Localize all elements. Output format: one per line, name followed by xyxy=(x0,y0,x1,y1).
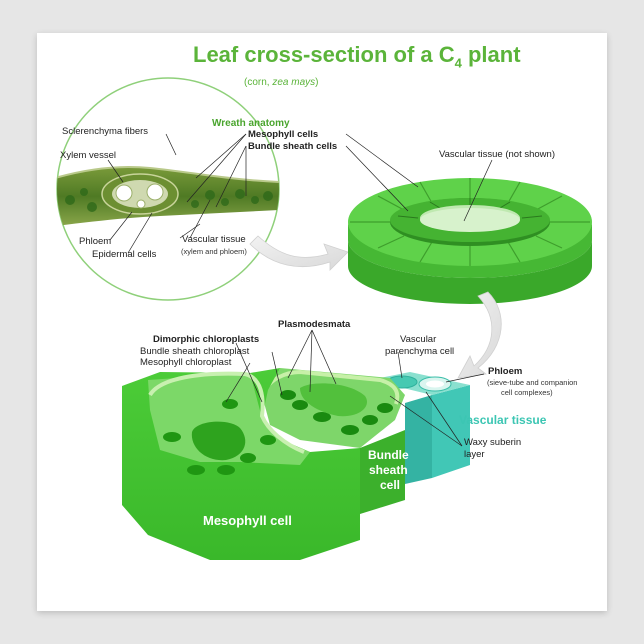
label-dimorphic-chloroplasts: Dimorphic chloroplasts xyxy=(153,334,260,345)
wreath-ring xyxy=(348,178,592,304)
micrograph-circle xyxy=(56,77,280,301)
label-bundle-sheath-1: Bundle xyxy=(368,448,409,462)
label-vascular-tissue-cyan: Vascular tissue xyxy=(459,413,547,427)
label-mesophyll-cells: Mesophyll cells xyxy=(248,129,319,140)
label-sclerenchyma: Sclerenchyma fibers xyxy=(62,126,149,137)
label-epidermal: Epidermal cells xyxy=(92,249,157,260)
label-phloem-note-2: cell complexes) xyxy=(501,388,553,397)
label-vascular-tissue-note: (xylem and phloem) xyxy=(181,247,247,256)
label-m-chloroplast: Mesophyll chloroplast xyxy=(140,357,232,368)
label-vascular-parenchyma-2: parenchyma cell xyxy=(385,346,455,357)
label-waxy-1: Waxy suberin xyxy=(464,437,522,448)
page-subtitle: (corn, zea mays) xyxy=(244,77,319,88)
label-bs-chloroplast: Bundle sheath chloroplast xyxy=(140,346,250,357)
label-plasmodesmata: Plasmodesmata xyxy=(278,319,351,330)
label-ring-vascular-tissue: Vascular tissue (not shown) xyxy=(439,149,555,160)
mesophyll-dots xyxy=(65,188,273,212)
xylem-left xyxy=(115,184,133,202)
label-waxy-2: layer xyxy=(464,449,485,460)
label-phloem-cells: Phloem xyxy=(488,366,523,377)
leader-lines xyxy=(107,133,493,447)
label-xylem: Xylem vessel xyxy=(60,150,116,161)
label-wreath-anatomy: Wreath anatomy xyxy=(212,118,290,129)
label-bundle-sheath-2: sheath xyxy=(369,463,408,477)
label-bundle-sheath-3: cell xyxy=(380,478,401,492)
arrow-ring-to-cells xyxy=(457,291,502,379)
label-vascular-parenchyma-1: Vascular xyxy=(400,334,437,345)
page-title: Leaf cross-section of a C4 plant xyxy=(193,42,521,71)
label-bundle-sheath-cells: Bundle sheath cells xyxy=(248,141,338,152)
xylem-right xyxy=(146,183,164,201)
arrow-circle-to-ring xyxy=(249,235,349,271)
cell-block xyxy=(122,368,470,560)
label-phloem: Phloem xyxy=(79,236,112,247)
label-vascular-tissue: Vascular tissue xyxy=(182,234,246,245)
label-phloem-note-1: (sieve-tube and companion xyxy=(487,378,578,387)
label-mesophyll-cell: Mesophyll cell xyxy=(203,513,292,528)
